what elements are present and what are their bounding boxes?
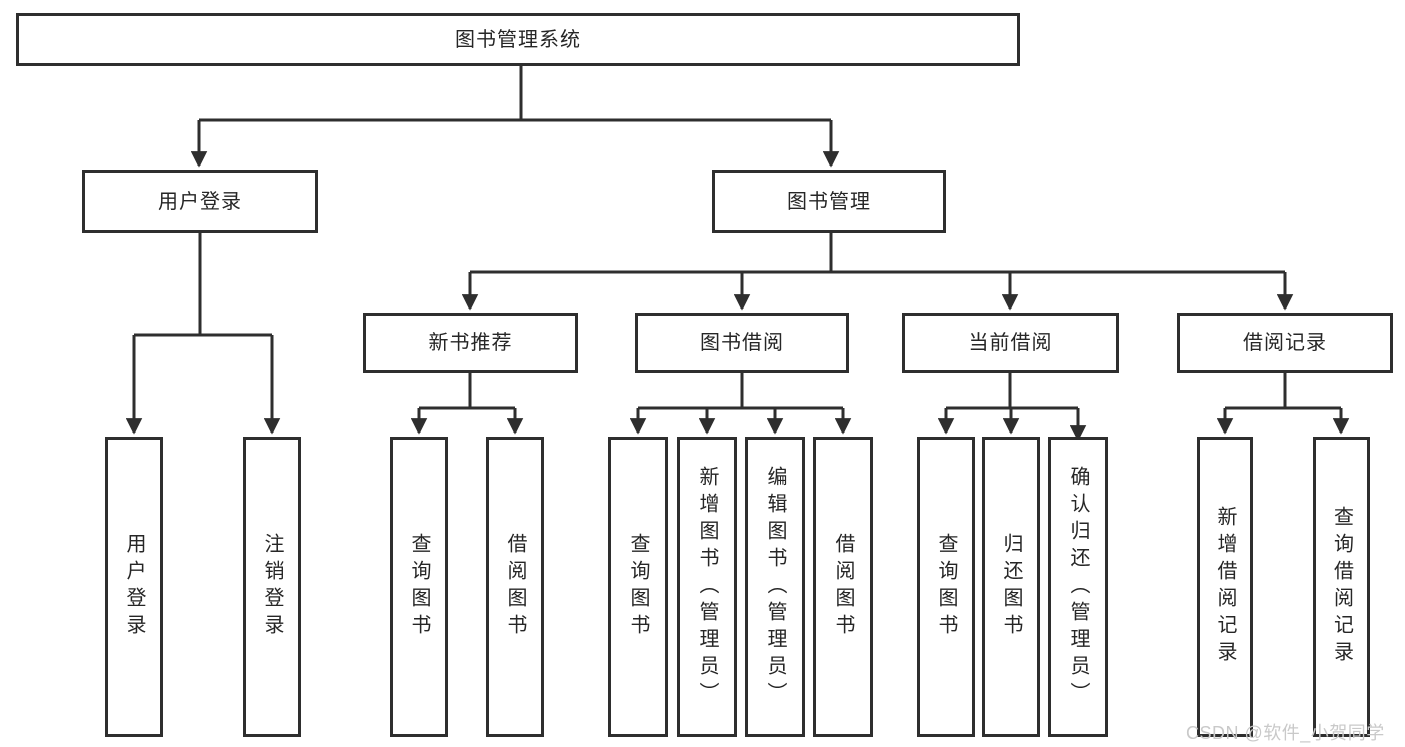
connector-bookborrow-to-leaves bbox=[629, 373, 852, 435]
node-label: 新书推荐 bbox=[428, 332, 513, 354]
node-label: 图书借阅 bbox=[700, 332, 784, 354]
leaf-label: 新增借阅记录 bbox=[1214, 506, 1236, 668]
node-system-root: 图书管理系统 bbox=[16, 13, 1020, 66]
leaf-confirm-return-admin: 确认归还（管理员） bbox=[1048, 437, 1108, 737]
node-book-borrow: 图书借阅 bbox=[635, 313, 849, 373]
leaf-edit-books-admin: 编辑图书（管理员） bbox=[745, 437, 805, 737]
connector-borrowrecord-to-leaves bbox=[1216, 373, 1350, 435]
leaf-borrow-books: 借阅图书 bbox=[813, 437, 873, 737]
node-label: 当前借阅 bbox=[968, 332, 1053, 354]
connector-root-to-level2 bbox=[190, 66, 840, 168]
connector-userlogin-to-leaves bbox=[125, 233, 281, 435]
leaf-label: 借阅图书 bbox=[504, 533, 526, 641]
leaf-label: 查询图书 bbox=[935, 533, 957, 641]
connector-currentborrow-to-leaves bbox=[937, 373, 1087, 442]
node-current-borrow: 当前借阅 bbox=[902, 313, 1119, 373]
leaf-label: 查询图书 bbox=[408, 533, 430, 641]
node-new-book-recommend: 新书推荐 bbox=[363, 313, 578, 373]
node-user-login-branch: 用户登录 bbox=[82, 170, 318, 233]
leaf-add-books-admin: 新增图书（管理员） bbox=[677, 437, 737, 737]
leaf-label: 确认归还（管理员） bbox=[1067, 465, 1089, 709]
node-label: 图书管理系统 bbox=[455, 28, 581, 51]
leaf-label: 归还图书 bbox=[1000, 533, 1022, 641]
leaf-borrow-books: 借阅图书 bbox=[486, 437, 544, 737]
leaf-label: 注销登录 bbox=[261, 533, 283, 641]
connector-newbooks-to-leaves bbox=[410, 373, 524, 435]
leaf-label: 查询图书 bbox=[627, 533, 649, 641]
connector-bookmgmt-to-groups bbox=[461, 233, 1294, 311]
leaf-label: 编辑图书（管理员） bbox=[764, 465, 786, 709]
leaf-add-borrow-record: 新增借阅记录 bbox=[1197, 437, 1253, 737]
node-book-management-branch: 图书管理 bbox=[712, 170, 946, 233]
node-borrow-record: 借阅记录 bbox=[1177, 313, 1393, 373]
leaf-label: 查询借阅记录 bbox=[1330, 506, 1353, 668]
leaf-query-books: 查询图书 bbox=[608, 437, 668, 737]
leaf-user-login: 用户登录 bbox=[105, 437, 163, 737]
leaf-label: 新增图书（管理员） bbox=[696, 465, 718, 709]
csdn-watermark: CSDN @软件_小贺同学 bbox=[1186, 723, 1385, 743]
leaf-query-borrow-record: 查询借阅记录 bbox=[1313, 437, 1370, 737]
leaf-query-books: 查询图书 bbox=[390, 437, 448, 737]
leaf-logout: 注销登录 bbox=[243, 437, 301, 737]
leaf-query-books: 查询图书 bbox=[917, 437, 975, 737]
leaf-label: 用户登录 bbox=[123, 533, 145, 641]
node-label: 用户登录 bbox=[158, 190, 242, 213]
leaf-return-books: 归还图书 bbox=[982, 437, 1040, 737]
leaf-label: 借阅图书 bbox=[832, 533, 854, 641]
node-label: 图书管理 bbox=[787, 190, 871, 213]
node-label: 借阅记录 bbox=[1243, 332, 1327, 354]
